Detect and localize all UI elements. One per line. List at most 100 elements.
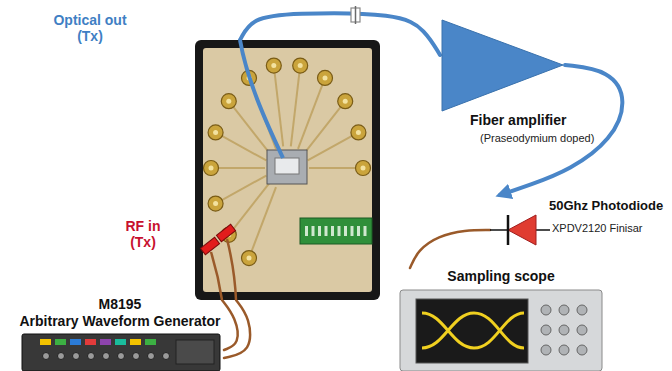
rf-cable-end	[211, 252, 222, 300]
port-label: Optical out (Tx)	[45, 12, 135, 44]
scope-body	[400, 290, 602, 371]
sma-connector-pin	[298, 63, 303, 68]
scope-knob	[541, 345, 551, 355]
rf-trace	[274, 66, 283, 147]
port-label: RF in (Tx)	[118, 218, 168, 250]
output-port	[163, 353, 170, 360]
fiber-amplifier-shape	[440, 18, 565, 113]
scope-knob	[559, 345, 569, 355]
output-port	[118, 353, 125, 360]
equipment-label: 50Ghz Photodiode	[549, 199, 663, 214]
connector-pin	[344, 226, 347, 236]
sma-connector-pin	[226, 99, 231, 104]
amplifier-triangle	[442, 20, 563, 111]
channel-marker	[70, 339, 81, 345]
sma-connector	[208, 196, 223, 211]
rf-trace	[216, 176, 267, 204]
output-port	[103, 353, 110, 360]
connector-pin	[364, 226, 367, 236]
diode-bar	[507, 215, 510, 245]
equipment-label: Sampling scope	[398, 268, 604, 284]
channel-marker	[115, 339, 126, 345]
channel-marker	[130, 339, 141, 345]
channel-marker	[100, 339, 111, 345]
channel-marker	[85, 339, 96, 345]
scope-knob	[541, 305, 551, 315]
output-port	[58, 353, 65, 360]
channel-marker	[55, 339, 66, 345]
output-port	[148, 353, 155, 360]
scope-knob	[541, 325, 551, 335]
optical-fiber-pigtail	[240, 40, 283, 158]
sma-connector-pin	[361, 166, 366, 171]
equipment-label: Arbitrary Waveform Generator	[16, 313, 224, 329]
eye-diagram	[422, 313, 524, 348]
scope-knob	[559, 305, 569, 315]
sma-connector	[208, 125, 223, 140]
modulator-board-shape	[195, 40, 380, 300]
scope-screen	[416, 299, 528, 363]
connector-pin	[325, 226, 328, 236]
sma-connector	[221, 94, 236, 109]
sma-connector	[293, 58, 308, 73]
rf-cable-end	[227, 239, 236, 300]
connector-pin	[357, 226, 360, 236]
output-port	[88, 353, 95, 360]
connector-pin	[312, 226, 315, 236]
rf-trace	[309, 167, 363, 169]
modulator-chip	[267, 150, 307, 184]
connector-pin	[331, 226, 334, 236]
sma-connector-pin	[213, 130, 218, 135]
rf-trace	[216, 132, 267, 160]
equipment-sublabel: (Praseodymium doped)	[480, 132, 594, 145]
sma-connector-pin	[209, 166, 214, 171]
rf-input-connector	[200, 237, 219, 254]
board-surface	[203, 48, 372, 292]
modulator-board: Optical out (Tx)RF in (Tx)	[195, 40, 380, 300]
rf-trace	[291, 66, 300, 147]
rf-trace	[229, 182, 270, 235]
waveform-generator: M8195Arbitrary Waveform Generator	[16, 296, 224, 371]
module-slot	[176, 340, 214, 364]
scope-knob	[577, 345, 587, 355]
sma-connector-pin	[356, 130, 361, 135]
instrument-body	[22, 334, 220, 371]
optical-fiber	[500, 65, 622, 195]
photodiode: 50Ghz PhotodiodeXPDV2120 Finisar	[490, 195, 550, 265]
rf-trace	[229, 101, 270, 154]
sma-connector-pin	[323, 75, 328, 80]
output-port	[43, 353, 50, 360]
rf-cable	[222, 300, 238, 350]
sma-connector	[318, 70, 333, 85]
rf-input-connector	[216, 224, 235, 241]
rf-trace	[308, 132, 359, 160]
rf-trace	[249, 187, 276, 258]
rf-trace	[298, 78, 325, 149]
fiber-connector-ferrule	[355, 6, 357, 24]
sampling-scope: Sampling scope	[398, 268, 604, 371]
rf-cable	[224, 300, 250, 358]
equipment-label: M8195	[16, 296, 224, 312]
scope-knob	[577, 305, 587, 315]
rf-cable	[410, 230, 490, 268]
chip-die	[275, 158, 299, 174]
eye-diagram	[422, 313, 524, 348]
sma-connector	[266, 58, 281, 73]
sma-connector-pin	[213, 201, 218, 206]
output-port	[133, 353, 140, 360]
output-port	[73, 353, 80, 360]
green-connector	[300, 218, 372, 244]
rf-trace	[304, 101, 345, 154]
sma-connector-pin	[343, 99, 348, 104]
sma-connector-pin	[271, 63, 276, 68]
sma-connector	[351, 125, 366, 140]
board-frame	[195, 40, 380, 300]
diode-triangle	[508, 215, 536, 245]
connector-pin	[338, 226, 341, 236]
connector-pin	[318, 226, 321, 236]
connector-pin	[305, 226, 308, 236]
photodiode-shape	[490, 195, 550, 265]
connector-pin	[351, 226, 354, 236]
channel-marker	[145, 339, 156, 345]
